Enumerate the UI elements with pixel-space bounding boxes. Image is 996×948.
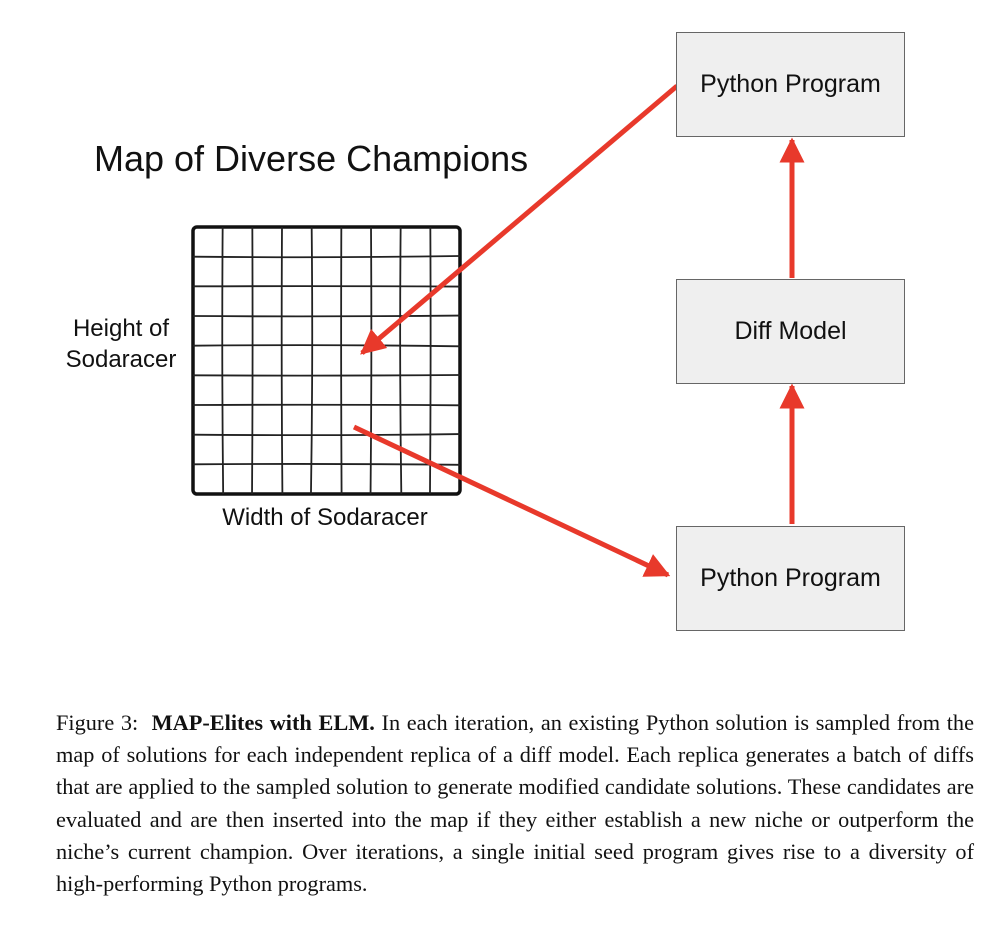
figure-label: Figure 3: <box>56 710 139 735</box>
map-grid-horizontal-line <box>192 314 461 318</box>
diagram-canvas <box>191 84 805 578</box>
x-axis-label: Width of Sodaracer <box>222 504 428 531</box>
map-grid-horizontal-line <box>192 403 461 407</box>
arrow-top-program-to-map <box>360 84 679 355</box>
arrow-map-to-bottom-program <box>352 424 671 578</box>
diff-model-label: Diff Model <box>734 317 847 345</box>
map-grid-vertical-line <box>251 226 254 495</box>
map-grid-horizontal-line <box>192 463 461 466</box>
map-grid-vertical-line <box>429 226 432 495</box>
map-grid-vertical-line <box>310 226 314 495</box>
map-grid-horizontal-line <box>192 255 461 259</box>
map-grid-vertical-line <box>399 226 403 495</box>
top-python-program-label: Python Program <box>700 70 881 98</box>
map-grid-horizontal-line <box>192 344 461 348</box>
map-grid-vertical-line <box>280 226 284 495</box>
diff-model-box: Diff Model <box>676 279 905 384</box>
figure-caption: Figure 3: MAP-Elites with ELM. In each i… <box>56 707 974 900</box>
map-grid <box>191 225 462 496</box>
map-grid-border <box>191 225 462 496</box>
y-axis-label-line2: Sodaracer <box>65 346 177 373</box>
bottom-python-program-label: Python Program <box>700 564 881 592</box>
map-grid-horizontal-line <box>192 374 461 377</box>
map-grid-vertical-line <box>221 226 225 495</box>
map-grid-vertical-line <box>369 226 373 495</box>
map-title: Map of Diverse Champions <box>94 138 529 179</box>
y-axis-label-line1: Height of <box>72 315 170 342</box>
top-python-program-box: Python Program <box>676 32 905 137</box>
map-grid-horizontal-line <box>192 433 461 437</box>
caption-bold-title: MAP-Elites with ELM. <box>151 710 375 735</box>
bottom-python-program-box: Python Program <box>676 526 905 631</box>
caption-text: In each iteration, an existing Python so… <box>56 710 974 897</box>
y-axis-label: Height of Sodaracer <box>56 313 186 375</box>
